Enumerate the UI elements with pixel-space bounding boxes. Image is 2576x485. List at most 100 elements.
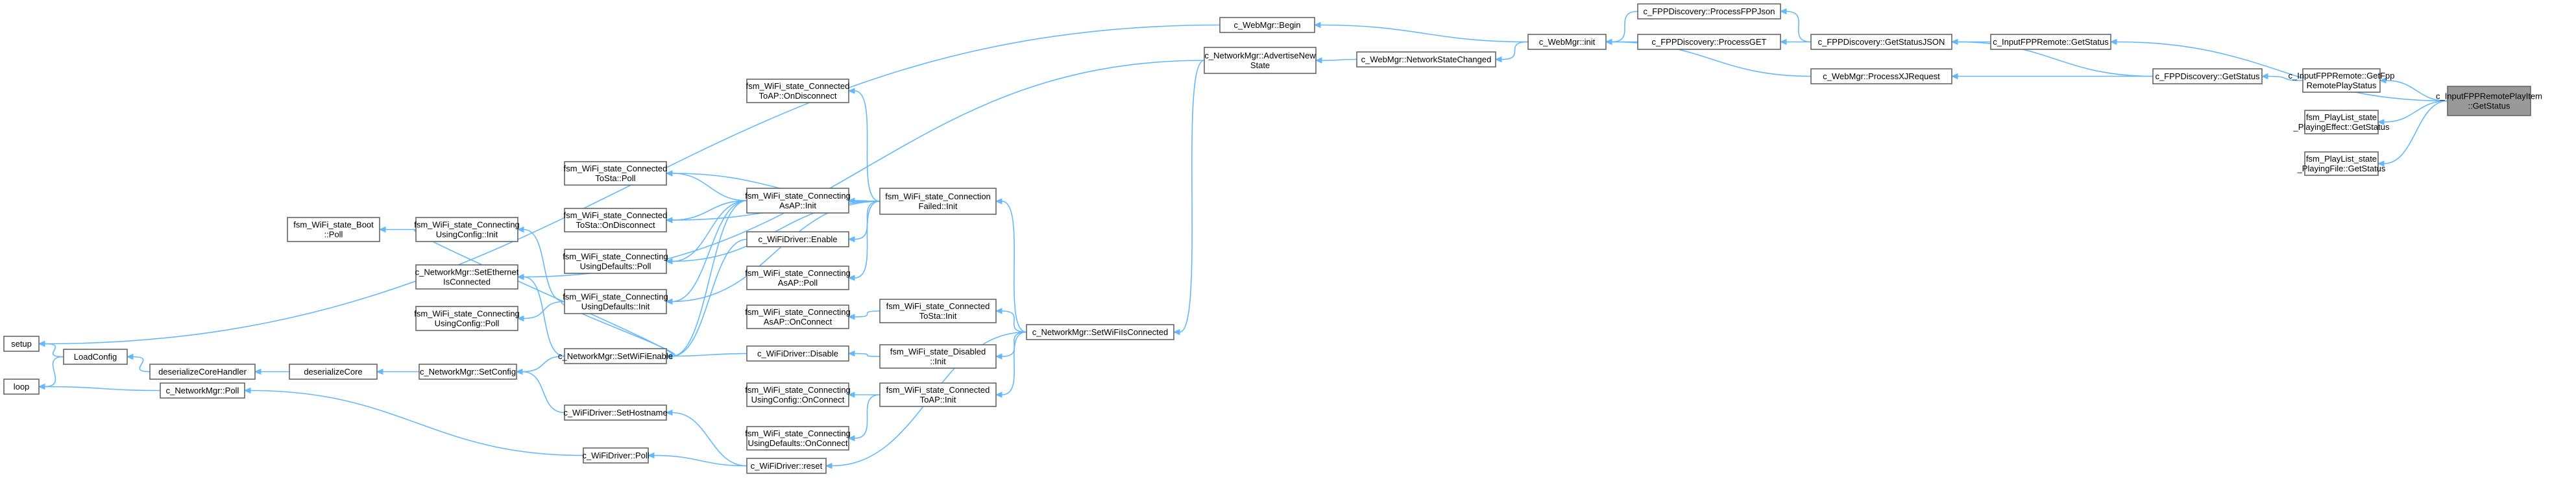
graph-node-webmgr-init[interactable]: c_WebMgr::init [1527,34,1607,50]
graph-node-box [63,349,128,365]
graph-node-webmgr-processxj[interactable]: c_WebMgr::ProcessXJRequest [1810,68,1952,84]
graph-node-deserializecore[interactable]: deserializeCore [289,364,378,380]
graph-node-fppd-getstatusjson[interactable]: c_FPPDiscovery::GetStatusJSON [1810,34,1952,50]
graph-node-pl-effect[interactable]: fsm_PlayList_state_PlayingEffect::GetSta… [2293,110,2390,134]
graph-node-fpp-remote-getstatus[interactable]: c_InputFPPRemote::GetStatus [1990,34,2111,50]
graph-node-box [879,382,997,407]
graph-node-loadconfig[interactable]: LoadConfig [63,349,128,365]
graph-node-pl-file[interactable]: fsm_PlayList_state_PlayingFile::GetStatu… [2297,151,2386,176]
graph-node-webmgr-begin[interactable]: c_WebMgr::Begin [1219,17,1315,33]
graph-node-box [160,382,245,399]
graph-node-fppd-processget[interactable]: c_FPPDiscovery::ProcessGET [1637,34,1781,50]
graph-node-label: c_WiFiDriver::reset [751,461,823,471]
graph-node-wifidriver-sethostname[interactable]: c_WiFiDriver::SetHostname [563,404,668,421]
graph-node-netmgr-setconfig[interactable]: c_NetworkMgr::SetConfig [419,364,517,380]
graph-node-label: c_FPPDiscovery::ProcessGET [1652,37,1767,47]
graph-edge-netmgr-setethernet-to-netmgr-setwifienable [516,273,565,357]
graph-node-netmgr-setwifiisconnected[interactable]: c_NetworkMgr::SetWiFiIsConnected [1026,324,1174,340]
graph-node-box [583,447,649,464]
graph-node-toap-ondisconnect[interactable]: fsm_WiFi_state_ConnectedToAP::OnDisconne… [746,79,850,103]
graph-node-wifidriver-disable[interactable]: c_WiFiDriver::Disable [746,345,849,362]
graph-edge-line [672,200,747,262]
graph-edge-arrowhead [665,258,673,265]
graph-edge-asap-onconnect-to-tosta-init [847,310,881,320]
graph-edge-arrowhead [847,197,855,204]
graph-edge-line [672,173,747,201]
graph-edge-arrowhead [376,368,383,375]
graph-edge-arrowhead [1494,56,1502,63]
graph-node-fppd-processfppjson[interactable]: c_FPPDiscovery::ProcessFPPJson [1637,3,1781,19]
graph-node-box [1810,34,1952,50]
graph-node-label: AsAP::Poll [778,278,818,288]
graph-node-fppd-getstatus[interactable]: c_FPPDiscovery::GetStatus [2152,68,2263,84]
graph-edge-line [2385,80,2448,102]
graph-node-tosta-ondisconnect[interactable]: fsm_WiFi_state_ConnectedToSta::OnDisconn… [564,208,668,232]
graph-node-box [2302,68,2381,93]
graph-node-box [3,379,40,395]
graph-edge-line [672,200,747,303]
graph-edge-line [1611,10,1638,43]
graph-edge-remote-getfpp-to-root [2379,77,2448,102]
graph-node-label: c_WiFiDriver::Enable [758,234,837,244]
graph-edge-line [672,200,747,221]
graph-node-netmgr-poll[interactable]: c_NetworkMgr::Poll [160,382,245,399]
graph-node-label: UsingConfig::OnConnect [751,395,845,404]
graph-edge-line [523,229,565,303]
graph-edge-boot-poll-to-usingconfig-init [378,226,416,233]
graph-edge-tosta-poll-to-asap-init [665,170,747,201]
graph-node-usingconfig-onconnect[interactable]: fsm_WiFi_state_ConnectingUsingConfig::On… [745,382,851,407]
graph-edge-arrowhead [995,198,1002,205]
graph-node-label: fsm_WiFi_state_Boot [293,220,374,230]
graph-edge-toap-ondisconnect-to-conn-failed-init [847,88,881,202]
graph-edge-line [672,200,747,357]
graph-edge-netmgr-poll-to-wifidriver-poll [243,387,584,456]
graph-node-wifidriver-reset[interactable]: c_WiFiDriver::reset [746,458,827,474]
graph-node-netmgr-setwifienable[interactable]: c_NetworkMgr::SetWiFiEnable [558,348,673,364]
graph-edge-usingdefaults-poll-to-asap-init [665,200,747,265]
graph-node-box [564,249,667,274]
graph-edge-setup-to-loadconfig [38,340,64,358]
graph-node-box [879,299,997,323]
graph-edge-line [1320,24,1529,43]
graph-node-usingdefaults-poll[interactable]: fsm_WiFi_state_ConnectingUsingDefaults::… [563,249,668,274]
graph-node-label: ::GetStatus [2468,101,2510,111]
graph-edge-deserializecorehandler-to-deserializecore [254,368,289,375]
graph-node-boot-poll[interactable]: fsm_WiFi_state_Boot::Poll [287,217,380,242]
graph-node-wifidriver-enable[interactable]: c_WiFiDriver::Enable [746,231,849,247]
graph-edge-fppd-getstatusjson-to-fppd-getstatus [1950,38,2154,77]
graph-edge-arrowhead [847,275,855,281]
graph-node-box [415,264,518,290]
graph-node-usingdefaults-onconnect[interactable]: fsm_WiFi_state_ConnectingUsingDefaults::… [745,426,851,451]
graph-edge-arrowhead [243,387,251,394]
graph-node-box [564,289,667,314]
graph-edge-line [653,454,747,467]
graph-edge-arrowhead [847,392,855,398]
graph-node-label: RemotePlayStatus [2307,81,2377,90]
graph-edge-line [1001,331,1027,395]
graph-node-label: fsm_WiFi_state_Connecting [745,385,851,395]
graph-node-wifidriver-poll[interactable]: c_WiFiDriver::Poll [582,447,650,464]
graph-node-deserializecorehandler[interactable]: deserializeCoreHandler [149,364,256,380]
graph-node-webmgr-netchanged[interactable]: c_WebMgr::NetworkStateChanged [1356,51,1496,68]
graph-node-root: c_InputFPPRemotePlayItem::GetStatus [2436,86,2542,116]
graph-node-usingconfig-init[interactable]: fsm_WiFi_state_ConnectingUsingConfig::In… [414,217,520,242]
graph-edge-asap-poll-to-conn-failed-init [847,201,881,281]
graph-node-box [564,208,667,232]
graph-node-usingdefaults-init[interactable]: fsm_WiFi_state_ConnectingUsingDefaults::… [563,289,668,314]
graph-node-disabled-init[interactable]: fsm_WiFi_state_Disabled::Init [879,344,997,369]
graph-node-loop[interactable]: loop [3,379,40,395]
graph-edge-usingconfig-onconnect-to-toap-init [847,392,880,398]
graph-node-setup[interactable]: setup [3,336,40,352]
graph-edge-arrowhead [2377,160,2385,167]
graph-node-usingconfig-poll[interactable]: fsm_WiFi_state_ConnectingUsingConfig::Po… [414,306,520,331]
